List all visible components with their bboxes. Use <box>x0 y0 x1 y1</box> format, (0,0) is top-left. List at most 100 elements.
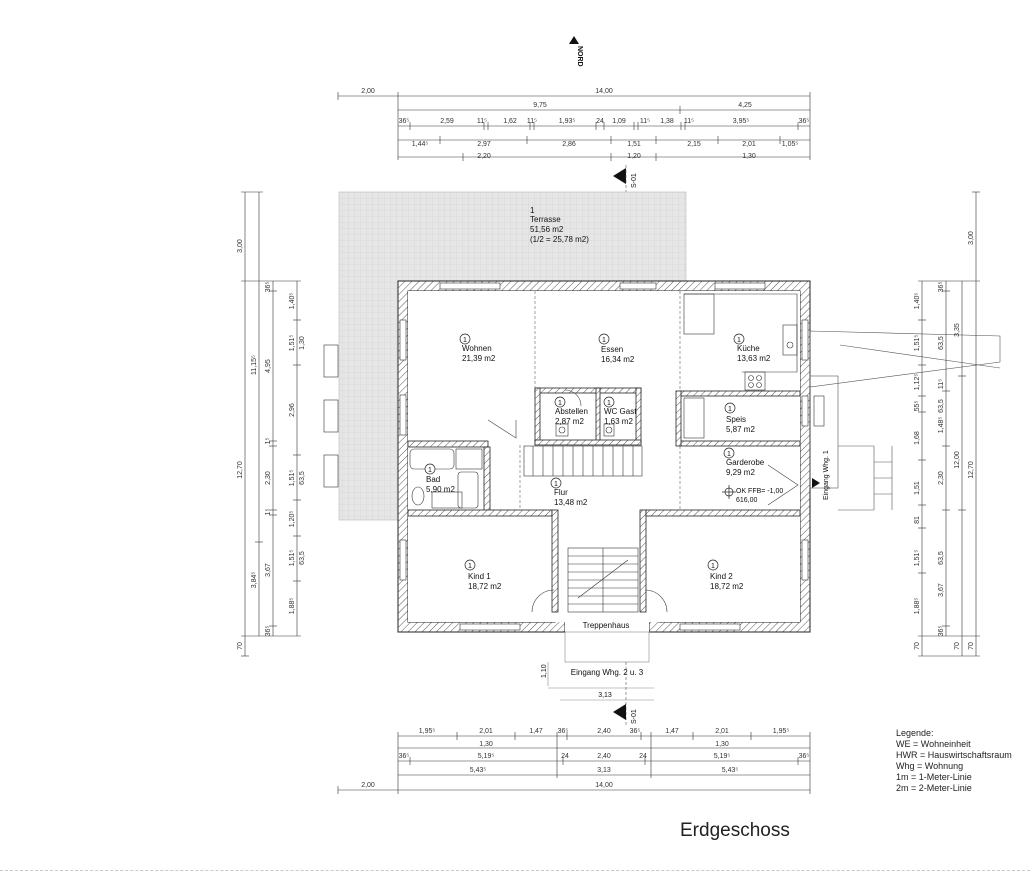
top-dim-3-3: 1,62 <box>503 118 517 125</box>
bottom-dim-3-6: 36⁵ <box>799 753 810 760</box>
stairwell <box>567 547 639 613</box>
top-dim-5-0: 2,20 <box>477 153 491 160</box>
room-bad-number: 1 <box>428 467 432 474</box>
right-dim-2-7: 3,67 <box>938 583 945 597</box>
right-dim-3-0: 3,35 <box>954 323 961 337</box>
room-flur-area: 13,48 m2 <box>554 498 588 507</box>
room-flur-number: 1 <box>554 481 558 488</box>
left-dim-5-0: 1,30 <box>299 336 306 350</box>
bottom-dim-3-0: 36⁵ <box>399 753 410 760</box>
bottom-dim-1-0: 1,95⁵ <box>419 728 436 735</box>
left-dim-4-5: 1,51⁵ <box>289 550 296 567</box>
right-dim-1-6: 81 <box>914 516 921 524</box>
top-dim-3-6: 24 <box>596 118 604 125</box>
left-dim-1-2: 70 <box>237 642 244 650</box>
bottom-dim-1-6: 1,47 <box>665 728 679 735</box>
top-dim-3-4: 11⁵ <box>527 118 537 125</box>
right-dim-1-2: 1,12⁵ <box>914 374 921 391</box>
left-dim-3-5: 3,67 <box>265 563 272 577</box>
room-wohnen-number: 1 <box>463 337 467 344</box>
top-dim-2-1: 4,25 <box>738 102 752 109</box>
room-bad-area: 5,90 m2 <box>426 485 455 494</box>
room-speis-number: 1 <box>728 406 732 413</box>
windows <box>323 282 825 631</box>
top-dim-4-5: 2,01 <box>742 141 756 148</box>
room-kind2-number: 1 <box>711 563 715 570</box>
bottom-dim-3-2: 24 <box>561 753 569 760</box>
room-treppenhaus-name: Treppenhaus <box>583 621 630 630</box>
top-dim-3-11: 3,95⁵ <box>733 118 750 125</box>
left-dim-1-1: 12,70 <box>237 461 244 479</box>
bottom-dim-1-1: 2,01 <box>479 728 493 735</box>
drawing-title: Erdgeschoss <box>680 820 790 841</box>
room-wc-number: 1 <box>607 400 611 407</box>
page-divider <box>0 870 1030 871</box>
bottom-dim-4-1: 3,13 <box>597 767 611 774</box>
top-dim-3-8: 11⁵ <box>640 118 650 125</box>
right-dim-2-5: 2,30 <box>938 471 945 485</box>
top-dim-2-0: 9,75 <box>533 102 547 109</box>
left-dim-3-6: 36⁵ <box>265 626 272 637</box>
entrance-2-label: Eingang Whg. 2 u. 3 <box>571 668 644 677</box>
top-dim-5-2: 1,30 <box>742 153 756 160</box>
right-dim-2-8: 36⁵ <box>938 626 945 637</box>
entrance-1-marker <box>812 478 820 488</box>
right-dim-3-1: 12,00 <box>954 451 961 469</box>
right-dim-3-2: 70 <box>954 642 961 650</box>
room-separation-lines <box>519 291 681 510</box>
left-dimension-chains <box>241 191 301 657</box>
room-kueche-area: 13,63 m2 <box>737 354 771 363</box>
room-terrasse-note: (1/2 = 25,78 m2) <box>530 235 589 244</box>
room-texts: 1 Terrasse 51,56 m2 (1/2 = 25,78 m2) 1 W… <box>426 206 830 699</box>
right-dim-1-8: 1,88⁵ <box>914 598 921 615</box>
left-dim-4-4: 1,20⁵ <box>289 511 296 528</box>
entrance-depth-dim: 1,10 <box>541 664 548 678</box>
room-kind2-name: Kind 2 <box>710 572 733 581</box>
room-kind2-area: 18,72 m2 <box>710 582 744 591</box>
bottom-dim-3-4: 24 <box>639 753 647 760</box>
top-dim-3-2: 11⁵ <box>477 118 487 125</box>
doors <box>487 389 799 613</box>
north-arrow: NORD <box>569 36 583 67</box>
right-dim-4-0: 3,00 <box>968 231 975 245</box>
level-mark-line1: OK FFB= -1,00 <box>736 488 783 495</box>
legend: Legende: WE = Wohneinheit HWR = Hauswirt… <box>896 728 1012 794</box>
right-dimension-chains <box>918 191 980 657</box>
left-dim-3-3: 2,30 <box>265 471 272 485</box>
bottom-dim-4-2: 5,43⁵ <box>722 767 739 774</box>
room-kind1-number: 1 <box>468 563 472 570</box>
right-dim-1-7: 1,51⁵ <box>914 550 921 567</box>
bottom-dim-3-1: 5,19⁵ <box>478 753 495 760</box>
legend-heading: Legende: <box>896 728 934 738</box>
top-dim-3-1: 2,59 <box>440 118 454 125</box>
right-annex <box>809 330 1001 511</box>
top-dim-3-9: 1,38 <box>660 118 674 125</box>
north-label: NORD <box>576 46 583 67</box>
outer-walls <box>397 280 811 633</box>
bottom-dim-1-3: 36⁵ <box>558 728 569 735</box>
kitchen-fittings <box>683 293 798 439</box>
legend-item: 2m = 2-Meter-Linie <box>896 783 972 793</box>
room-essen-area: 16,34 m2 <box>601 355 635 364</box>
left-dim-3-2: 1⁵ <box>265 438 272 445</box>
room-wohnen-name: Wohnen <box>462 344 492 353</box>
room-flur-name: Flur <box>554 488 568 497</box>
right-dim-1-9: 70 <box>914 642 921 650</box>
bottom-dimension-chains <box>337 732 811 794</box>
right-dim-1-0: 1,40⁵ <box>914 293 921 310</box>
right-dim-1-4: 1,68 <box>914 431 921 445</box>
left-dim-3-1: 4,95 <box>265 359 272 373</box>
room-kueche-name: Küche <box>737 344 760 353</box>
bottom-dim-1-7: 2,01 <box>715 728 729 735</box>
bottom-dimension-texts: 1,95⁵ 2,01 1,47 36⁵ 2,40 36⁵ 1,47 2,01 1… <box>361 728 809 789</box>
bottom-dim-3-3: 2,40 <box>597 753 611 760</box>
room-terrasse-name: Terrasse <box>530 215 561 224</box>
top-dim-1-0: 2,00 <box>361 88 375 95</box>
room-abstellen-name: Abstellen <box>555 407 588 416</box>
room-essen-name: Essen <box>601 345 623 354</box>
right-dim-2-2: 11⁵ <box>938 379 945 389</box>
top-dim-3-10: 11⁵ <box>684 118 694 125</box>
left-dim-5-1: 63,5 <box>299 471 306 485</box>
bottom-dim-1-8: 1,95⁵ <box>773 728 790 735</box>
